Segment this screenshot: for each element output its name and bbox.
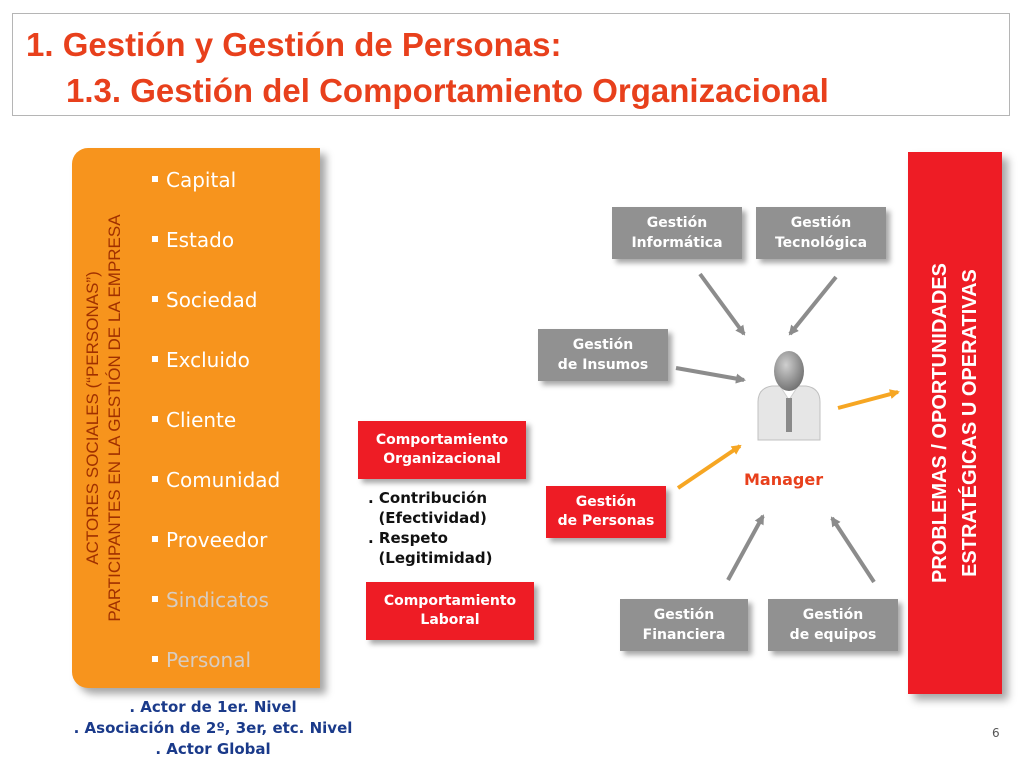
bullet-square-icon xyxy=(152,235,158,242)
gestion-informatica-box: Gestión Informática xyxy=(612,207,742,259)
bullet-square-icon xyxy=(152,355,158,362)
list-item: Cliente xyxy=(152,408,280,468)
bullet-square-icon xyxy=(152,415,158,422)
manager-person-icon xyxy=(757,351,821,441)
arrow-insumos-to-manager xyxy=(675,366,746,384)
gestion-personas-box: Gestión de Personas xyxy=(546,486,666,538)
social-actors-panel xyxy=(72,148,320,688)
arrow-personas-to-manager xyxy=(676,444,742,490)
problems-line1: PROBLEMAS / OPORTUNIDADES xyxy=(929,262,951,584)
problems-opportunities-panel: PROBLEMAS / OPORTUNIDADES ESTRATÉGICAS U… xyxy=(908,152,1002,694)
contribution-notes: . Contribución (Efectividad) . Respeto (… xyxy=(368,489,493,567)
gestion-tecnologica-box: Gestión Tecnológica xyxy=(756,207,886,259)
arrow-equipos-to-manager xyxy=(830,516,876,584)
slide-title-line2: 1.3. Gestión del Comportamiento Organiza… xyxy=(66,72,829,109)
bullet-square-icon xyxy=(152,595,158,602)
title-box xyxy=(12,13,1010,116)
list-item: Sindicatos xyxy=(152,588,280,648)
actor-level-2: . Asociación de 2º, 3er, etc. Nivel xyxy=(73,719,353,737)
arrow-financiera-to-manager xyxy=(726,514,765,581)
arrow-informatica-to-manager xyxy=(698,272,746,336)
actor-levels: . Actor de 1er. Nivel . Asociación de 2º… xyxy=(40,697,386,760)
page-number: 6 xyxy=(992,726,1000,740)
list-item: Estado xyxy=(152,228,280,288)
list-item: Proveedor xyxy=(152,528,280,588)
list-item: Sociedad xyxy=(152,288,280,348)
manager-label: Manager xyxy=(744,470,824,489)
problems-line2: ESTRATÉGICAS U OPERATIVAS xyxy=(959,269,981,577)
comportamiento-laboral-box: Comportamiento Laboral xyxy=(366,582,534,640)
gestion-equipos-box: Gestión de equipos xyxy=(768,599,898,651)
gestion-insumos-box: Gestión de Insumos xyxy=(538,329,668,381)
list-item: Personal xyxy=(152,648,280,708)
bullet-square-icon xyxy=(152,655,158,662)
social-actors-list: Capital Estado Sociedad Excluido Cliente… xyxy=(152,168,280,708)
list-item: Capital xyxy=(152,168,280,228)
bullet-square-icon xyxy=(152,175,158,182)
bullet-square-icon xyxy=(152,295,158,302)
list-item: Comunidad xyxy=(152,468,280,528)
actor-level-3: . Actor Global xyxy=(155,740,271,758)
list-item: Excluido xyxy=(152,348,280,408)
bullet-square-icon xyxy=(152,475,158,482)
gestion-financiera-box: Gestión Financiera xyxy=(620,599,748,651)
comportamiento-organizacional-box: Comportamiento Organizacional xyxy=(358,421,526,479)
actor-level-1: . Actor de 1er. Nivel xyxy=(129,698,297,716)
arrow-tecnologica-to-manager xyxy=(788,275,838,336)
arrow-manager-to-problems xyxy=(837,389,900,410)
bullet-square-icon xyxy=(152,535,158,542)
slide-title-line1: 1. Gestión y Gestión de Personas: xyxy=(26,26,562,63)
